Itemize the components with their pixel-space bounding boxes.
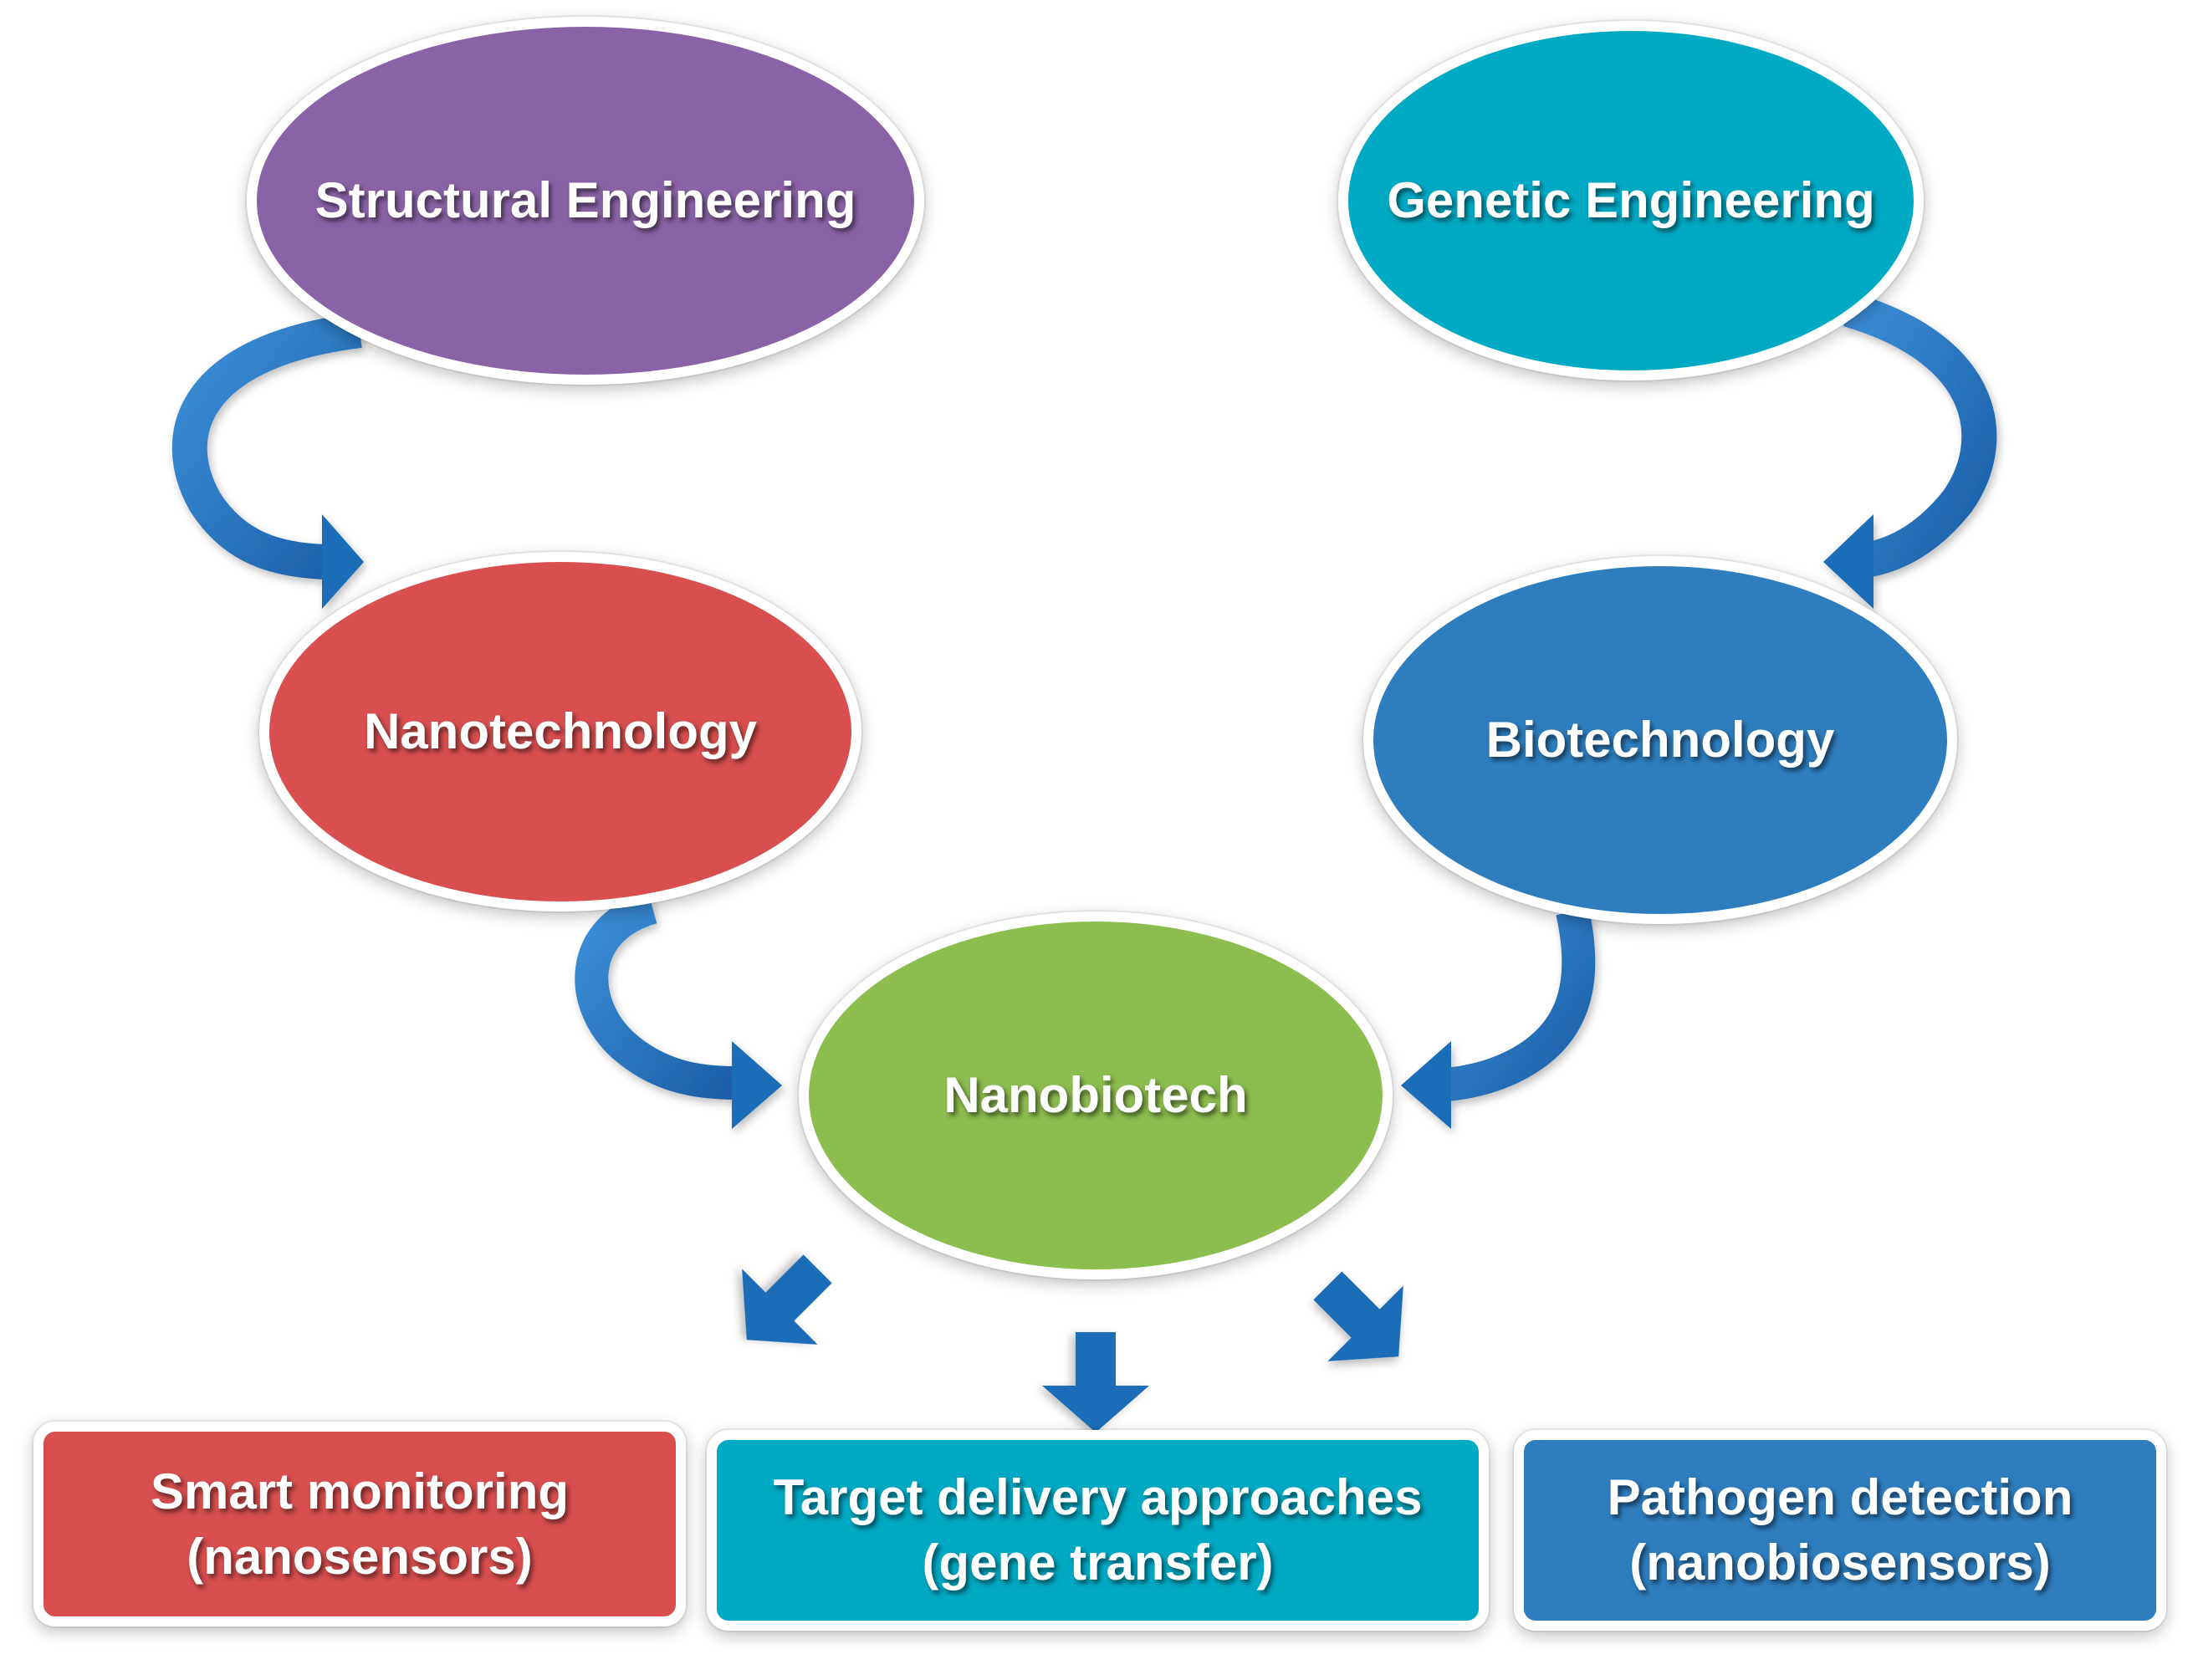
outcome-target-delivery-subtitle: (gene transfer)	[922, 1534, 1274, 1591]
node-nanotechnology-label: Nanotechnology	[363, 703, 757, 759]
node-biotechnology: Biotechnology	[1363, 556, 1957, 924]
outcome-smart-monitoring-title: Smart monitoring	[150, 1463, 569, 1519]
node-genetic-engineering: Genetic Engineering	[1338, 21, 1924, 380]
arrow-nanotech-to-nanobio	[575, 891, 782, 1129]
outcome-smart-monitoring-subtitle: (nanosensors)	[187, 1528, 533, 1585]
node-nanobiotech: Nanobiotech	[799, 911, 1393, 1279]
node-nanotechnology: Nanotechnology	[259, 552, 861, 911]
arrow-structural-to-nanotech	[171, 313, 364, 609]
node-structural-engineering: Structural Engineering	[247, 17, 924, 385]
arrow-genetic-to-biotech	[1823, 292, 1997, 609]
outcome-pathogen-detection: Pathogen detection (nanobiosensors)	[1514, 1430, 2166, 1631]
outcome-smart-monitoring: Smart monitoring (nanosensors)	[33, 1422, 686, 1626]
node-biotechnology-label: Biotechnology	[1485, 712, 1835, 768]
arrow-down	[1041, 1331, 1150, 1433]
outcome-pathogen-detection-title: Pathogen detection	[1607, 1469, 2073, 1525]
outcome-target-delivery: Target delivery approaches (gene transfe…	[707, 1430, 1489, 1631]
node-structural-engineering-label: Structural Engineering	[314, 172, 856, 228]
arrow-down-right	[1313, 1271, 1403, 1361]
node-nanobiotech-label: Nanobiotech	[943, 1067, 1248, 1123]
outcome-target-delivery-title: Target delivery approaches	[773, 1469, 1423, 1525]
outcome-pathogen-detection-subtitle: (nanobiosensors)	[1629, 1534, 2051, 1591]
arrow-down-left	[742, 1254, 832, 1345]
node-genetic-engineering-label: Genetic Engineering	[1387, 172, 1875, 228]
arrow-biotech-to-nanobio	[1401, 907, 1596, 1129]
